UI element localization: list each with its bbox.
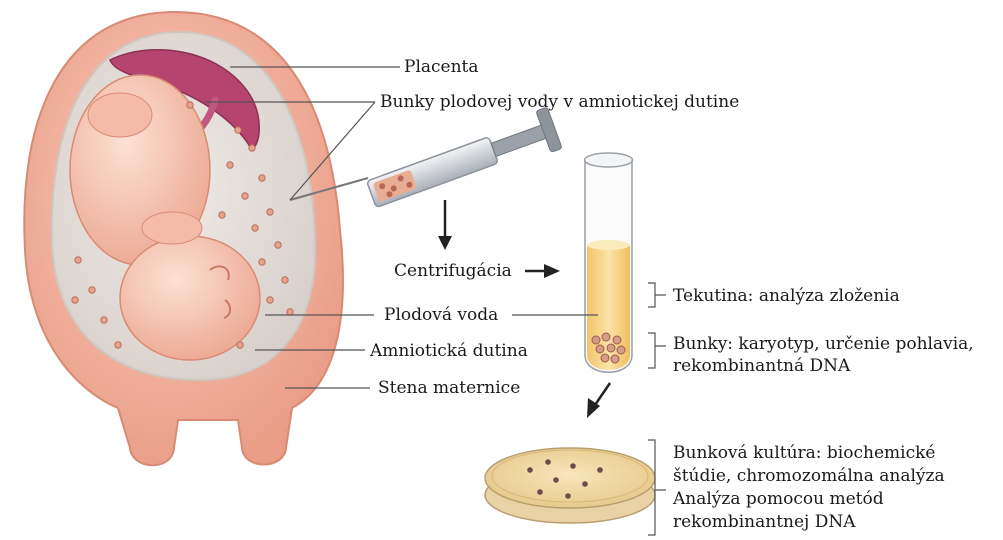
arrow-diagonal [595, 383, 610, 405]
test-tube [585, 153, 633, 372]
label-culture-line4: rekombinantnej DNA [673, 512, 856, 532]
label-centrifugation: Centrifugácia [394, 261, 512, 281]
uterus [24, 12, 343, 465]
label-uterine-wall: Stena maternice [378, 378, 520, 398]
syringe-plunger [491, 125, 547, 157]
label-fluid-analysis: Tekutina: analýza zloženia [673, 286, 900, 306]
label-cells-line1: Bunky: karyotyp, určenie pohlavia, [673, 334, 974, 354]
label-amniotic-cells: Bunky plodovej vody v amniotickej dutine [380, 92, 739, 112]
label-amniotic-fluid: Plodová voda [384, 305, 498, 325]
label-culture-line1: Bunková kultúra: biochemické [673, 443, 935, 463]
label-amniotic-cavity: Amniotická dutina [370, 341, 528, 361]
label-culture-line2: štúdie, chromozomálna analýza [673, 466, 945, 486]
label-placenta: Placenta [404, 57, 479, 77]
label-culture-line3: Analýza pomocou metód [673, 489, 884, 509]
label-cells-line2: rekombinantná DNA [673, 356, 850, 376]
petri-dish [485, 448, 655, 523]
